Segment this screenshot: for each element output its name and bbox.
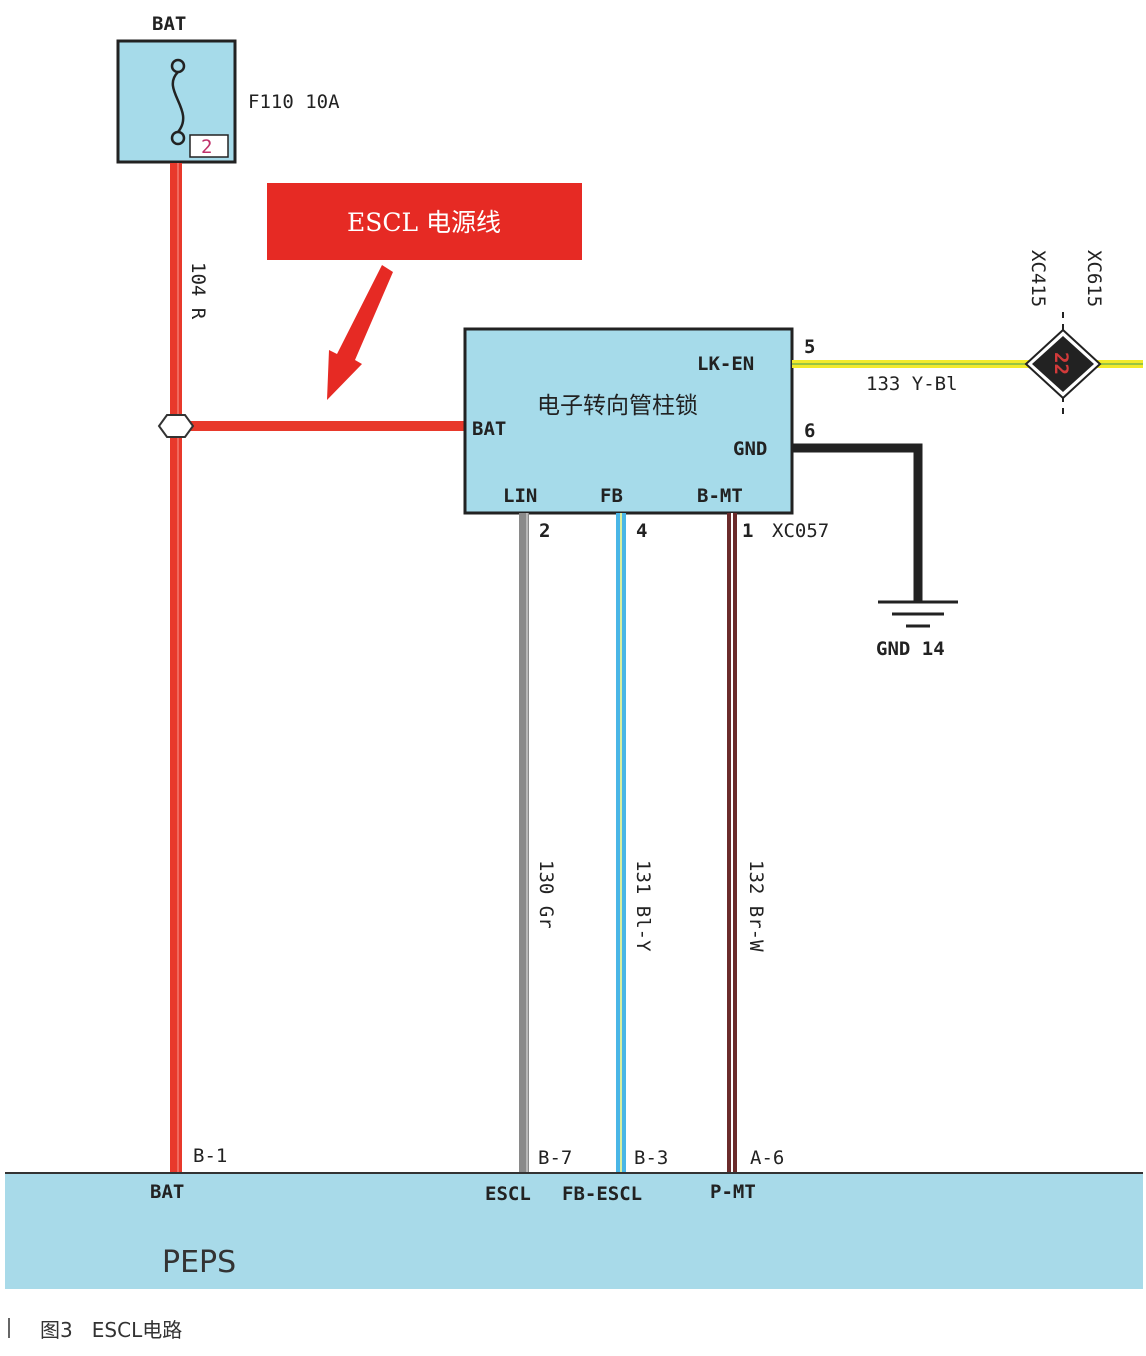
peps-module	[5, 1172, 1143, 1289]
power-wire-label: 104 R	[187, 262, 209, 320]
ground-label: GND 14	[876, 638, 945, 660]
peps-pin-number-escl: B-7	[538, 1147, 572, 1169]
pin-number-lk-en: 5	[804, 336, 815, 358]
lin-wire-label: 130 Gr	[535, 860, 557, 929]
fb-wire-label: 131 Bl-Y	[632, 860, 654, 952]
peps-pin-label-fb-escl: FB-ESCL	[562, 1183, 642, 1205]
peps-name: PEPS	[162, 1245, 236, 1280]
escl-module-title: 电子转向管柱锁	[537, 393, 698, 419]
peps-pin-number-p-mt: A-6	[750, 1147, 784, 1169]
escl-module	[463, 327, 794, 515]
gnd-wire	[792, 443, 923, 601]
fuse-pin-number: 2	[201, 136, 212, 158]
splice-left-label: XC415	[1027, 250, 1049, 307]
peps-pin-number-bat: B-1	[193, 1145, 227, 1167]
splice-node	[157, 414, 195, 438]
escl-pin-lk-en: LK-EN	[697, 353, 754, 375]
bmt-wire-label: 132 Br-W	[745, 860, 767, 952]
fuse-element	[171, 71, 185, 133]
pin-number-bmt: 1	[742, 520, 753, 542]
peps-pin-number-fb-escl: B-3	[634, 1147, 668, 1169]
callout-arrow	[327, 265, 393, 400]
callout-text: ESCL 电源线	[347, 208, 501, 237]
callout-box	[267, 183, 582, 260]
peps-pin-label-p-mt: P-MT	[710, 1181, 756, 1203]
pin-number-lin: 2	[539, 520, 550, 542]
escl-pin-fb: FB	[600, 485, 623, 507]
escl-pin-gnd: GND	[733, 438, 767, 460]
escl-pin-lin: LIN	[503, 485, 537, 507]
peps-pin-label-bat: BAT	[150, 1181, 184, 1203]
fuse-name: F110 10A	[248, 91, 340, 113]
escl-pin-bat: BAT	[472, 418, 506, 440]
pin-number-gnd: 6	[804, 420, 815, 442]
splice-right-label: XC615	[1083, 250, 1105, 307]
peps-pin-label-escl: ESCL	[485, 1183, 531, 1205]
figure-caption: 图3 ESCL电路	[40, 1318, 182, 1342]
escl-pin-bmt: B-MT	[697, 485, 743, 507]
fuse-top-label: BAT	[152, 13, 186, 35]
splice-diamond	[1032, 336, 1094, 392]
connector-label: XC057	[772, 520, 829, 542]
splice-number: 22	[1050, 352, 1072, 375]
pin-number-fb: 4	[636, 520, 647, 542]
lk-en-wire-label: 133 Y-Bl	[866, 373, 958, 395]
fuse-pin-box	[189, 134, 229, 158]
